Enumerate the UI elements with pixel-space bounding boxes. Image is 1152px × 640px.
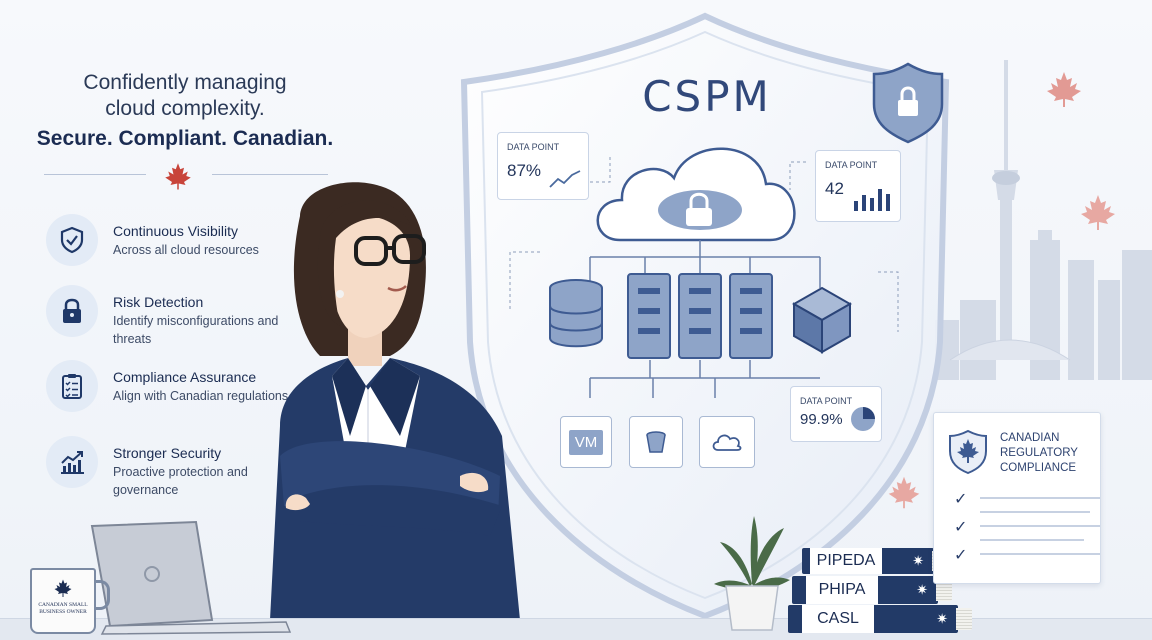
book-title: CASL: [802, 605, 874, 633]
shield-check-icon: [60, 226, 84, 254]
cspm-title: CSPM: [642, 72, 772, 121]
feature-icon-wrap: [46, 214, 98, 266]
maple-shield-icon: [949, 429, 987, 475]
feature-description: Align with Canadian regulations: [113, 389, 289, 403]
divider-right: [212, 174, 328, 175]
mug-handle: [94, 580, 110, 610]
laptop-illustration: [90, 520, 292, 635]
headline-line-2: cloud complexity.: [105, 97, 265, 120]
potted-plant-illustration: [714, 516, 790, 631]
checkmark-icon: ✓: [954, 519, 968, 536]
feature-description: Across all cloud resources: [113, 243, 259, 257]
bucket-icon: [646, 431, 666, 453]
data-point-value: 87%: [507, 161, 542, 180]
data-point-label: DATA POINT: [825, 160, 878, 170]
pie-chart-icon: [851, 407, 875, 431]
vm-node: VM: [560, 416, 612, 468]
regulatory-compliance-card: CANADIAN REGULATORY COMPLIANCE ✓ ✓ ✓: [933, 412, 1101, 584]
maple-leaf-icon: [888, 476, 920, 509]
vm-label: VM: [568, 429, 604, 455]
feature-description: Proactive protection and governance: [113, 465, 248, 497]
line-trend-icon: [549, 170, 581, 188]
checkmark-icon: ✓: [954, 547, 968, 564]
feature-icon-wrap: [46, 285, 98, 337]
feature-title: Risk Detection: [113, 294, 204, 310]
growth-chart-icon: [61, 451, 84, 474]
data-point-card: DATA POINT 87%: [497, 132, 589, 200]
feature-stronger-security: Stronger Security Proactive protection a…: [46, 436, 346, 497]
feature-continuous-visibility: Continuous Visibility Across all cloud r…: [46, 214, 346, 270]
data-point-card: DATA POINT 42: [815, 150, 901, 222]
business-owner-illustration: [270, 182, 520, 620]
book-title: PHIPA: [806, 576, 878, 604]
headline: Confidently managing cloud complexity. S…: [20, 70, 350, 154]
book-title: PIPEDA: [810, 548, 882, 574]
feature-title: Stronger Security: [113, 445, 222, 461]
maple-leaf-icon: [165, 163, 191, 190]
data-point-card: DATA POINT 99.9%: [790, 386, 882, 442]
divider-left: [44, 174, 146, 175]
lock-icon: [63, 298, 81, 323]
feature-title: Continuous Visibility: [113, 223, 239, 239]
feature-compliance-assurance: Compliance Assurance Align with Canadian…: [46, 360, 346, 416]
maple-leaf-icon: [54, 579, 72, 597]
data-point-label: DATA POINT: [507, 142, 560, 152]
mug: CANADIAN SMALL BUSINESS OWNER: [30, 568, 96, 634]
cloud-icon: [712, 434, 742, 451]
maple-leaf-icon: ✷: [912, 552, 924, 569]
cloud-service-node: [699, 416, 755, 468]
data-point-label: DATA POINT: [800, 396, 853, 406]
toronto-skyline-illustration: [935, 60, 1152, 380]
data-point-value: 99.9%: [800, 411, 843, 428]
regulatory-card-title: CANADIAN REGULATORY COMPLIANCE: [1000, 432, 1078, 474]
bar-chart-icon: [854, 189, 890, 211]
feature-risk-detection: Risk Detection Identify misconfiguration…: [46, 285, 346, 346]
feature-icon-wrap: [46, 436, 98, 488]
feature-description: Identify misconfigurations and threats: [113, 314, 279, 346]
checklist-icon: [62, 374, 82, 399]
book-phipa: PHIPA ✷: [792, 576, 952, 604]
feature-icon-wrap: [46, 360, 98, 412]
headline-tagline: Secure. Compliant. Canadian.: [36, 127, 334, 150]
storage-bucket-node: [629, 416, 683, 468]
checkmark-icon: ✓: [954, 491, 968, 508]
maple-leaf-icon: ✷: [916, 581, 928, 598]
maple-leaf-icon: ✷: [936, 610, 948, 627]
feature-title: Compliance Assurance: [113, 369, 257, 385]
headline-line-1: Confidently managing: [83, 71, 287, 94]
book-pipeda: PIPEDA ✷: [802, 548, 948, 574]
book-casl: CASL ✷: [788, 605, 972, 633]
data-point-value: 42: [825, 179, 844, 198]
mug-label: CANADIAN SMALL BUSINESS OWNER: [38, 602, 88, 615]
